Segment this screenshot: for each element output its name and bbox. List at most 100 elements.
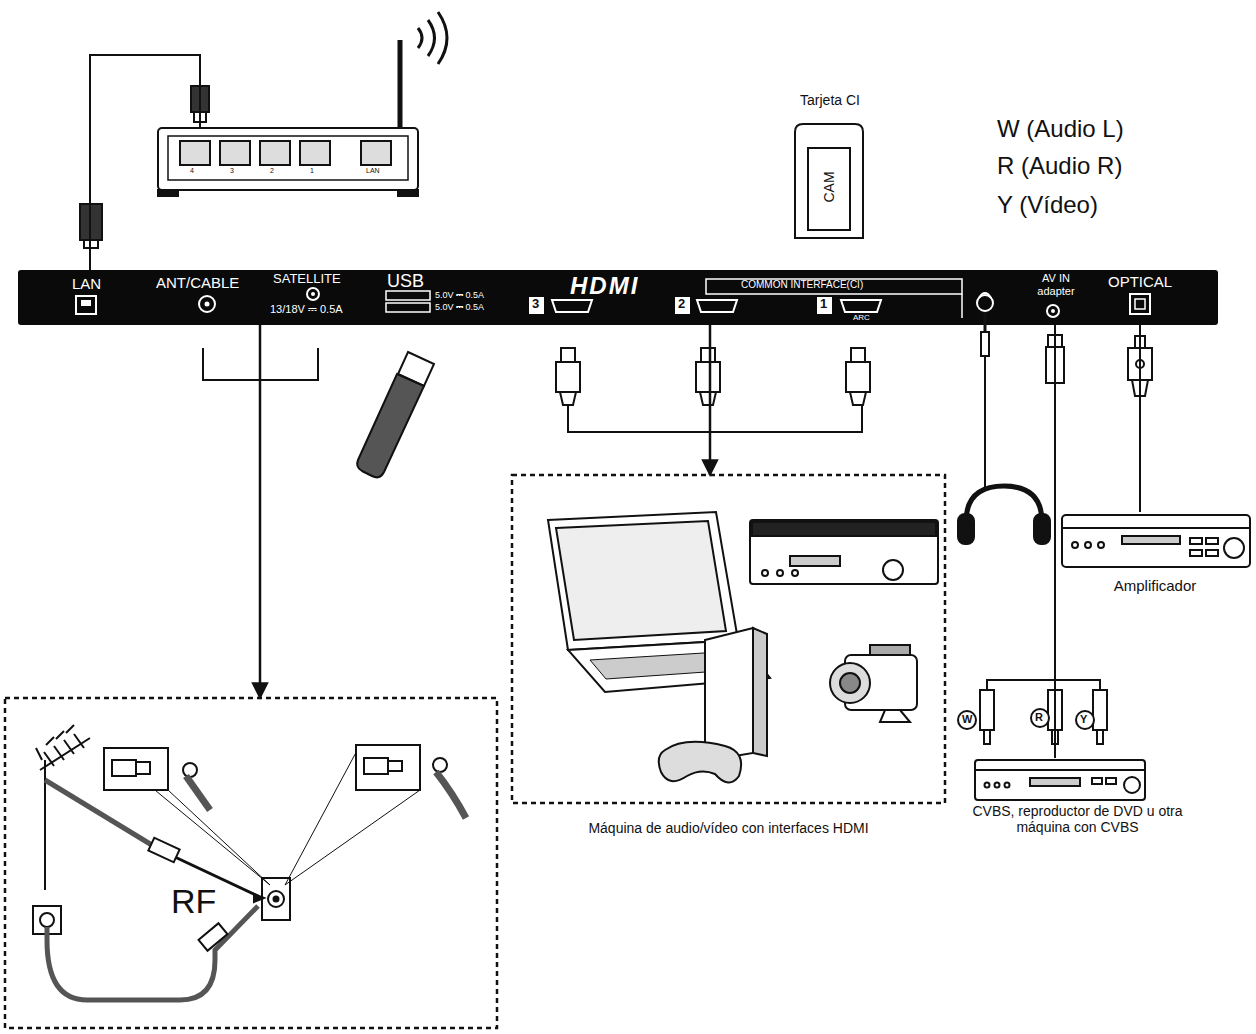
antenna-box: [183, 763, 197, 777]
hdmi-cable: [846, 362, 870, 392]
hdmi-devices: [705, 628, 753, 761]
tv-panel: [841, 300, 881, 312]
tv-panel: [199, 296, 215, 312]
router: [158, 128, 418, 190]
av-cable: [958, 711, 976, 729]
router: [361, 141, 391, 165]
dvd-player: [1030, 778, 1080, 786]
router: [300, 141, 330, 165]
tv-panel: [205, 302, 210, 307]
antenna-box: [112, 760, 136, 776]
amplifier: [1122, 536, 1180, 544]
hdmi-cable: [568, 405, 862, 432]
hdmi-devices: [556, 521, 726, 640]
antenna-box: [5, 698, 497, 1028]
amplifier: [1190, 538, 1202, 544]
hdmi-devices: [753, 628, 767, 756]
tv-panel: [76, 296, 96, 314]
hdmi-cable: [561, 348, 575, 362]
ci-card: [795, 124, 863, 238]
node-text: 1: [820, 297, 827, 312]
antenna-box: [436, 772, 466, 818]
hdmi-cable: [696, 362, 720, 392]
router: [260, 141, 290, 165]
antenna-box: [148, 838, 179, 863]
av-cable: [1054, 325, 1056, 758]
plug-letter: Y: [1080, 713, 1087, 725]
dvd-player: [985, 783, 990, 788]
tv-panel: [552, 300, 592, 312]
antenna-box: [268, 891, 284, 907]
amplifier: [1206, 550, 1218, 556]
amplifier: [1062, 527, 1250, 529]
node-text: 2: [270, 167, 274, 175]
av-cable: [980, 690, 994, 730]
amplifier: Amplificador: [1058, 512, 1252, 600]
antenna-box: [136, 762, 150, 774]
dvd-player: [1092, 778, 1102, 784]
node-text: OPTICAL: [1108, 273, 1172, 290]
node-text: SATELLITE: [273, 272, 341, 287]
tv-panel: [529, 297, 544, 314]
amplifier: [1098, 542, 1104, 548]
amplifier: [1085, 542, 1091, 548]
node-text: LAN: [366, 167, 380, 175]
node-text: 1: [310, 167, 314, 175]
av-cable: [1097, 730, 1103, 744]
headphones: [958, 312, 1050, 544]
tv-panel: [817, 297, 832, 314]
antenna-box: [254, 894, 264, 902]
tv-panel: [675, 297, 690, 314]
ci-card: [795, 124, 863, 238]
antenna-arrow: [259, 325, 262, 698]
tv-panel: [1051, 309, 1055, 313]
hdmi-arrow: [709, 325, 712, 475]
ci-card: Tarjeta CICAM: [780, 92, 880, 242]
node-text: 4: [190, 167, 194, 175]
dvd-player: [1106, 778, 1116, 784]
node-text: CVBS, reproductor de DVD u otra máquina …: [960, 803, 1195, 835]
antenna-box: [356, 745, 420, 790]
hdmi-device-box: Máquina de audio/vídeo con interfaces HD…: [512, 475, 945, 860]
tv-panel: [386, 303, 430, 312]
color-key: Y (Vídeo): [997, 192, 1098, 218]
hdmi-devices: [840, 673, 860, 693]
node-text: Amplificador: [1058, 577, 1252, 594]
tv-panel: [1135, 299, 1145, 309]
node-text: 3: [532, 297, 539, 312]
node-text: AV IN adapter: [1030, 272, 1082, 297]
router: [158, 12, 447, 196]
antenna-box: [388, 761, 402, 771]
dvd-player: [975, 769, 1145, 771]
hdmi-cable: [556, 348, 870, 432]
tv-panel: [18, 270, 1218, 325]
av-cable: [958, 335, 1107, 744]
dvd-player: CVBS, reproductor de DVD u otra máquina …: [960, 758, 1195, 853]
plug-letter: W: [962, 713, 972, 725]
hdmi-cable: [700, 392, 716, 405]
hdmi-devices: [790, 556, 840, 566]
headphones: [984, 335, 986, 488]
tv-panel: [386, 291, 430, 300]
node-text: RF: [171, 882, 216, 921]
av-cable: [1093, 690, 1107, 730]
antenna-box: [104, 745, 420, 885]
antenna-box: [47, 906, 258, 1000]
hdmi-cable: [851, 348, 865, 362]
router: [398, 190, 418, 196]
node-text: CAM: [821, 171, 837, 202]
usb-stick: [357, 352, 434, 477]
antenna-box: [186, 776, 210, 810]
tv-panel: [1130, 294, 1150, 314]
hdmi-devices: [762, 570, 768, 576]
antenna-box: [40, 913, 54, 927]
router: [180, 141, 210, 165]
color-key: R (Audio R): [997, 153, 1122, 179]
tv-panel: [961, 294, 963, 318]
dvd-player: [1124, 777, 1140, 793]
hdmi-devices: [548, 512, 738, 650]
headphones: [958, 514, 974, 544]
dvd-player: [975, 760, 1145, 800]
hdmi-devices: [830, 663, 870, 703]
router: [220, 141, 250, 165]
